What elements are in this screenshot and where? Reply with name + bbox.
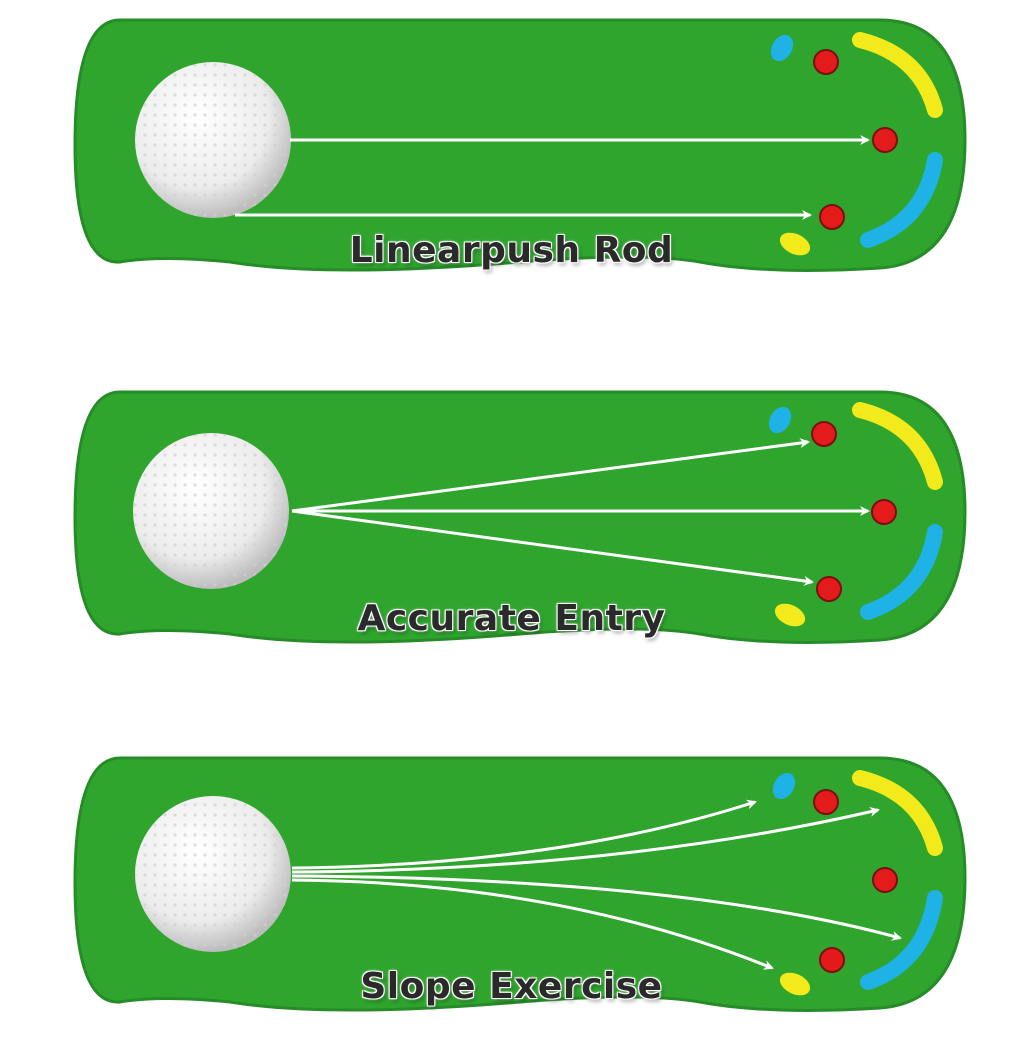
target-hole-icon: [813, 789, 839, 815]
putting-mat: [73, 390, 967, 644]
putting-mat: [73, 18, 967, 272]
bumper-icon: [852, 402, 943, 490]
putt-arrow: [291, 806, 880, 874]
putt-arrow: [291, 874, 902, 941]
panel-caption: Accurate Entry: [357, 598, 666, 639]
panel-accurate-entry: Accurate Entry: [0, 370, 1023, 670]
bumper-icon: [774, 603, 806, 627]
panel-caption: Linearpush Rod: [349, 230, 674, 271]
bumper-icon: [852, 770, 943, 856]
putting-mat-diagram: [73, 390, 967, 644]
putt-arrow: [291, 509, 814, 586]
putting-mat-diagram: [73, 756, 967, 1012]
putt-arrow: [291, 799, 757, 870]
target-hole-icon: [819, 204, 845, 230]
bumper-icon: [770, 34, 794, 62]
bumper-icon: [860, 152, 943, 248]
target-hole-icon: [813, 49, 839, 75]
golf-ball-icon: [133, 433, 289, 589]
putt-arrow: [291, 878, 774, 970]
panel-linearpush-rod: Linearpush Rod: [0, 0, 1023, 300]
golf-ball-icon: [135, 62, 291, 218]
target-hole-icon: [819, 947, 845, 973]
bumper-icon: [768, 406, 792, 434]
bumper-icon: [860, 890, 943, 990]
panel-slope-exercise: Slope Exercise: [0, 740, 1023, 1040]
panel-caption: Slope Exercise: [360, 966, 663, 1007]
putt-arrow: [291, 438, 810, 513]
target-hole-icon: [811, 421, 837, 447]
bumper-icon: [860, 524, 943, 620]
bumper-icon: [772, 772, 796, 800]
golf-ball-icon: [135, 796, 291, 952]
bumper-icon: [779, 972, 811, 996]
target-hole-icon: [871, 499, 897, 525]
target-hole-icon: [872, 867, 898, 893]
putting-mat-diagram: [73, 18, 967, 272]
bumper-icon: [852, 32, 943, 118]
target-hole-icon: [816, 576, 842, 602]
target-hole-icon: [872, 127, 898, 153]
bumper-icon: [779, 232, 811, 256]
